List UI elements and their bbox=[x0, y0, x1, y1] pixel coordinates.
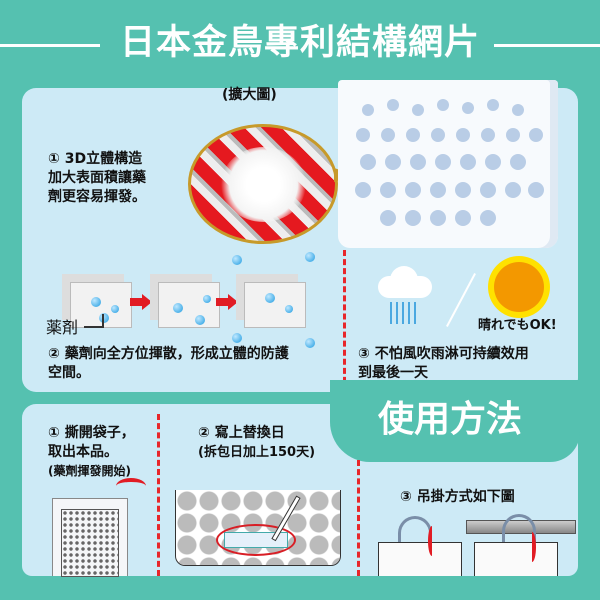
drop bbox=[232, 255, 242, 265]
title-line-left bbox=[0, 44, 100, 47]
date-label-illustration bbox=[175, 490, 341, 566]
agent-pointer-line bbox=[84, 314, 104, 328]
usage-title-cloud bbox=[330, 380, 580, 462]
step1-line: ① 撕開袋子， bbox=[48, 425, 135, 441]
divider-dashed bbox=[157, 414, 160, 576]
divider-dashed bbox=[357, 460, 360, 576]
title-line-right bbox=[494, 44, 600, 47]
step2-line: ② 寫上替換日 bbox=[198, 425, 285, 441]
feature1-text: ① 3D立體構造 加大表面積讓藥 劑更容易揮發。 bbox=[48, 150, 146, 207]
feature1-line: ① 3D立體構造 bbox=[48, 151, 143, 167]
weather-label: 晴れでもOK! bbox=[478, 318, 557, 333]
magnified-structure-image bbox=[188, 124, 338, 244]
feature3-line: 到最後一天 bbox=[358, 365, 428, 381]
feature3-line: ③ 不怕風吹雨淋可持續效用 bbox=[358, 346, 529, 362]
divider-dashed bbox=[343, 250, 346, 392]
hole-pattern-graphic bbox=[355, 99, 544, 226]
drop bbox=[305, 338, 315, 348]
feature2-text: ② 藥劑向全方位揮散，形成立體的防護 空間。 bbox=[48, 345, 289, 383]
feature2-line: ② 藥劑向全方位揮散，形成立體的防護 bbox=[48, 346, 289, 362]
cube-3 bbox=[244, 282, 306, 328]
step2-text: ② 寫上替換日 (拆包日加上150天) bbox=[198, 424, 315, 462]
usage-title: 使用方法 bbox=[378, 399, 523, 440]
sun-icon bbox=[494, 262, 544, 312]
feature2-line: 空間。 bbox=[48, 365, 90, 381]
step3-text: ③ 吊掛方式如下圖 bbox=[400, 488, 515, 507]
drop bbox=[232, 333, 242, 343]
agent-label: 薬剤 bbox=[46, 318, 79, 337]
cube-2 bbox=[158, 282, 220, 328]
feature1-line: 加大表面積讓藥 bbox=[48, 170, 146, 186]
net-product-image bbox=[338, 80, 558, 248]
feature1-line: 劑更容易揮發。 bbox=[48, 189, 146, 205]
drop bbox=[305, 252, 315, 262]
step2-line: (拆包日加上150天) bbox=[198, 445, 316, 460]
arrow-right-icon bbox=[216, 294, 238, 310]
rain-cloud-icon bbox=[378, 266, 432, 326]
step1-line: 取出本品。 bbox=[48, 444, 118, 460]
feature3-text: ③ 不怕風吹雨淋可持續效用 到最後一天 bbox=[358, 345, 529, 383]
hanging-illustration bbox=[378, 514, 576, 576]
cube-1 bbox=[70, 282, 132, 328]
arrow-right-icon bbox=[130, 294, 152, 310]
step3-line: ③ 吊掛方式如下圖 bbox=[400, 489, 515, 505]
zoom-label: (擴大圖) bbox=[222, 87, 277, 103]
step1-line: (藥劑揮發開始) bbox=[48, 464, 131, 478]
step1-text: ① 撕開袋子， 取出本品。 (藥劑揮發開始) bbox=[48, 424, 135, 481]
bag-illustration bbox=[52, 498, 128, 577]
open-arrow-icon bbox=[116, 478, 146, 494]
page-title: 日本金鳥專利結構網片 bbox=[119, 23, 480, 63]
